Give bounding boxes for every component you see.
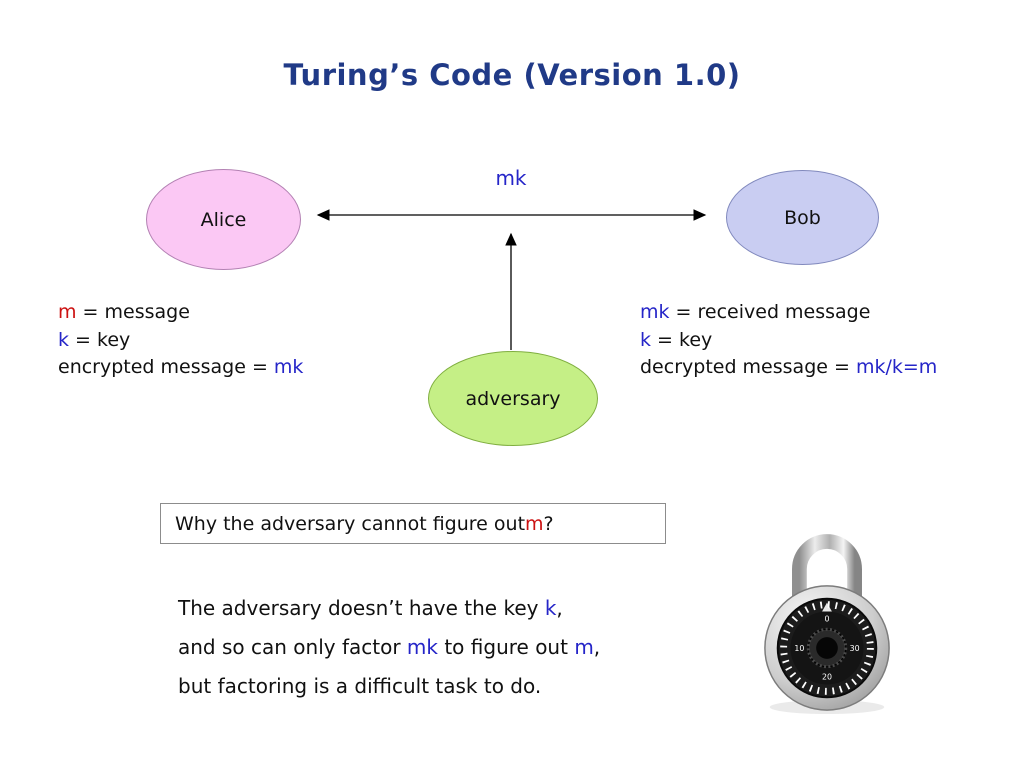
legend-line: decrypted message = mk/k=m [640, 354, 937, 382]
legend-term: k [640, 328, 652, 351]
explanation-text: The adversary doesn’t have the key k, an… [178, 589, 600, 706]
explanation-segment: , [593, 635, 601, 659]
legend-line: k = key [640, 327, 937, 355]
legend-line: encrypted message = mk [58, 354, 303, 382]
legend-text: = message [76, 301, 190, 323]
padlock-icon: 0 30 20 10 [764, 534, 890, 715]
left-legend: m = message k = key encrypted message = … [58, 299, 303, 382]
legend-term: mk/k=m [855, 356, 938, 378]
svg-text:30: 30 [850, 644, 860, 653]
legend-line: k = key [58, 327, 303, 355]
adversary-ellipse: adversary [428, 351, 598, 446]
alice-label: Alice [200, 208, 247, 231]
svg-text:0: 0 [824, 614, 829, 623]
legend-term: mk [273, 356, 304, 378]
question-term: m [525, 512, 544, 535]
svg-text:10: 10 [794, 644, 804, 653]
legend-text: = key [651, 328, 713, 351]
channel-label: mk [495, 166, 527, 190]
legend-text: = received message [669, 301, 871, 323]
bob-ellipse: Bob [726, 170, 879, 265]
explanation-segment: The adversary doesn’t have the key [178, 596, 545, 620]
explanation-segment: to figure out [437, 635, 575, 659]
slide-title: Turing’s Code (Version 1.0) [283, 58, 741, 92]
legend-term: k [58, 328, 70, 351]
question-box: Why the adversary cannot figure out m? [160, 503, 666, 544]
explanation-line: The adversary doesn’t have the key k, [178, 589, 600, 628]
explanation-segment: but factoring is a difficult task to do. [178, 674, 542, 698]
legend-line: mk = received message [640, 299, 937, 327]
legend-text: encrypted message = [58, 356, 274, 378]
explanation-term: k [544, 596, 557, 620]
explanation-term: mk [406, 635, 438, 659]
explanation-segment: and so can only factor [178, 635, 407, 659]
explanation-term: m [574, 635, 594, 659]
bob-label: Bob [784, 206, 821, 229]
legend-line: m = message [58, 299, 303, 327]
question-text: ? [543, 512, 554, 535]
legend-text: decrypted message = [640, 356, 856, 378]
right-legend: mk = received message k = key decrypted … [640, 299, 937, 382]
question-text: Why the adversary cannot figure out [175, 512, 526, 535]
svg-text:20: 20 [822, 673, 832, 682]
alice-ellipse: Alice [146, 169, 301, 270]
explanation-line: and so can only factor mk to figure out … [178, 628, 600, 667]
legend-term: m [58, 301, 77, 323]
legend-text: = key [69, 328, 131, 351]
explanation-line: but factoring is a difficult task to do. [178, 667, 600, 706]
adversary-label: adversary [465, 387, 561, 410]
explanation-segment: , [556, 596, 563, 620]
legend-term: mk [640, 301, 670, 323]
